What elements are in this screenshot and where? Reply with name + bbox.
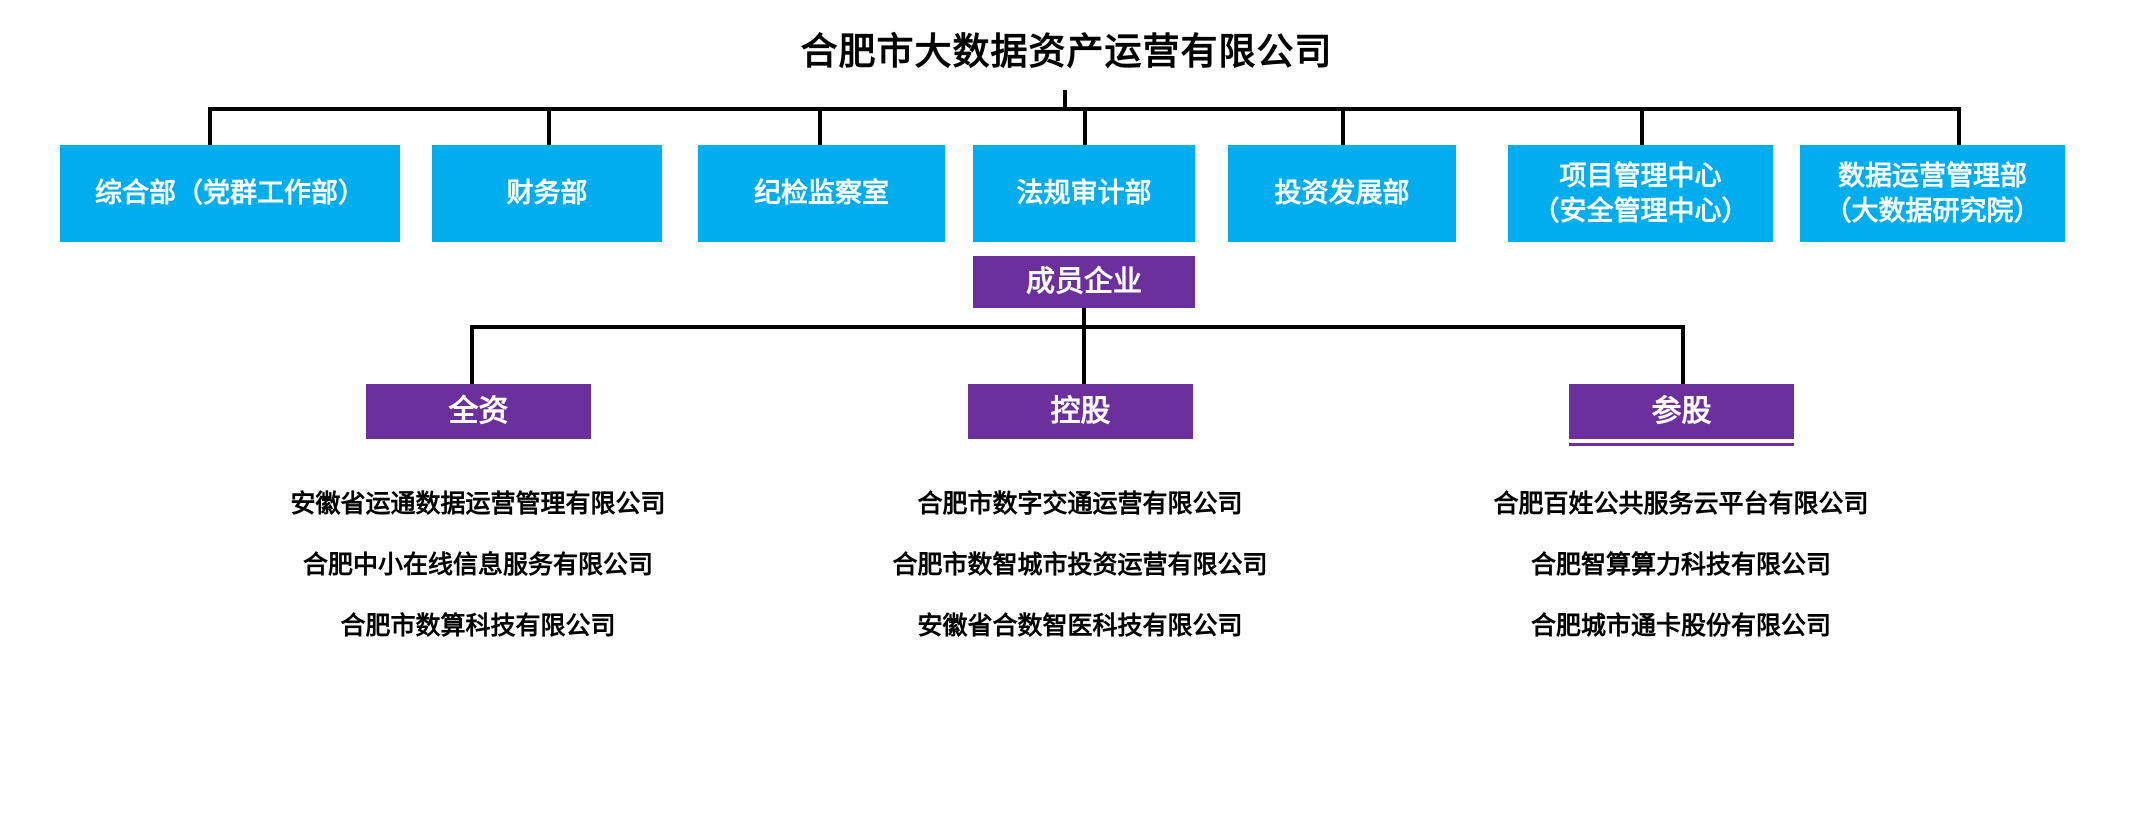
- department-box-caiwubu[interactable]: 财务部: [432, 145, 662, 242]
- category-box-konggu[interactable]: 控股: [968, 384, 1193, 439]
- connector-drop-dept-1: [208, 107, 212, 145]
- connector-drop-category-1: [470, 325, 474, 384]
- connector-drop-dept-4: [1083, 107, 1087, 145]
- connector-member-stem: [1082, 308, 1086, 328]
- company-name-item: 安徽省运通数据运营管理有限公司: [290, 490, 666, 518]
- company-name-item: 合肥智算算力科技有限公司: [1530, 551, 1831, 579]
- company-name-item: 合肥市数算科技有限公司: [340, 612, 616, 640]
- connector-category-bus: [470, 325, 1685, 329]
- root-company-title: 合肥市大数据资产运营有限公司: [800, 31, 1333, 72]
- department-box-shujuyunyingguanlibu[interactable]: 数据运营管理部 （大数据研究院）: [1800, 145, 2065, 242]
- company-name-item: 安徽省合数智医科技有限公司: [917, 612, 1243, 640]
- department-box-jijianjianchashi[interactable]: 纪检监察室: [698, 145, 945, 242]
- company-name-item: 合肥市数智城市投资运营有限公司: [892, 551, 1268, 579]
- department-box-xiangmuguanlizhongxin[interactable]: 项目管理中心 （安全管理中心）: [1508, 145, 1773, 242]
- connector-drop-dept-7: [1957, 107, 1961, 145]
- category-underline-cangu: [1569, 443, 1794, 446]
- company-name-item: 合肥市数字交通运营有限公司: [917, 490, 1243, 518]
- company-list-cangu: 合肥百姓公共服务云平台有限公司 合肥智算算力科技有限公司 合肥城市通卡股份有限公…: [1406, 492, 1956, 639]
- department-box-touzifazhanbu[interactable]: 投资发展部: [1228, 145, 1456, 242]
- connector-drop-dept-6: [1640, 107, 1644, 145]
- connector-drop-category-3: [1681, 325, 1685, 384]
- connector-drop-dept-2: [547, 107, 551, 145]
- member-enterprises-box[interactable]: 成员企业: [973, 256, 1195, 308]
- category-box-cangu[interactable]: 参股: [1569, 384, 1794, 439]
- connector-drop-dept-5: [1341, 107, 1345, 145]
- company-name-item: 合肥城市通卡股份有限公司: [1530, 612, 1831, 640]
- category-box-quanzi[interactable]: 全资: [366, 384, 591, 439]
- company-list-konggu: 合肥市数字交通运营有限公司 合肥市数智城市投资运营有限公司 安徽省合数智医科技有…: [805, 492, 1355, 639]
- department-box-zonghebu[interactable]: 综合部（党群工作部）: [60, 145, 400, 242]
- company-name-item: 合肥中小在线信息服务有限公司: [302, 551, 653, 579]
- connector-title-stem: [1063, 90, 1067, 110]
- connector-drop-category-2: [1082, 325, 1086, 384]
- company-name-item: 合肥百姓公共服务云平台有限公司: [1493, 490, 1869, 518]
- company-list-quanzi: 安徽省运通数据运营管理有限公司 合肥中小在线信息服务有限公司 合肥市数算科技有限…: [203, 492, 753, 639]
- connector-drop-dept-3: [818, 107, 822, 145]
- department-box-faguishenjibu[interactable]: 法规审计部: [973, 145, 1195, 242]
